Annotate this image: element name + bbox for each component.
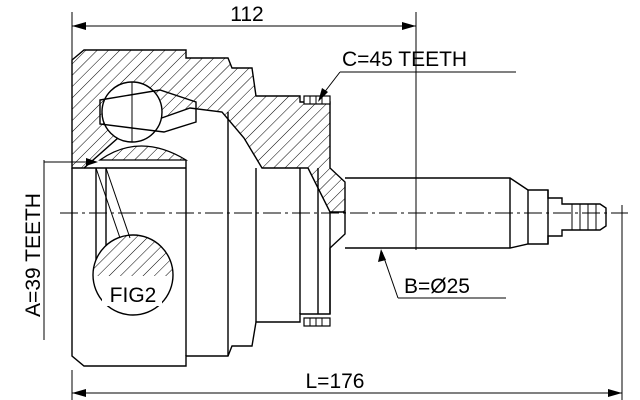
arrowhead-right <box>608 389 622 397</box>
fig2-label: FIG2 <box>110 284 157 307</box>
arrowhead <box>86 158 98 166</box>
ball-cage <box>84 81 197 356</box>
a-teeth-label: A=39 TEETH <box>22 193 45 317</box>
arrowhead-right <box>402 22 416 30</box>
fig2-detail: FIG2 <box>92 167 174 316</box>
c-teeth-label: C=45 TEETH <box>342 48 467 71</box>
length-dimension: L=176 <box>71 205 623 400</box>
b-diameter-callout: B=Ø25 <box>378 249 506 299</box>
b-diameter-label: B=Ø25 <box>404 275 470 298</box>
width-dimension-label: 112 <box>230 3 263 26</box>
arrowhead-left <box>72 22 86 30</box>
c-teeth-callout: C=45 TEETH <box>318 48 516 102</box>
length-dimension-label: L=176 <box>306 370 365 393</box>
width-dimension: 112 <box>71 3 417 250</box>
arrowhead-left <box>72 389 86 397</box>
arrowhead <box>378 249 386 262</box>
a-teeth-callout: A=39 TEETH <box>22 158 98 340</box>
arrowhead <box>318 88 328 102</box>
